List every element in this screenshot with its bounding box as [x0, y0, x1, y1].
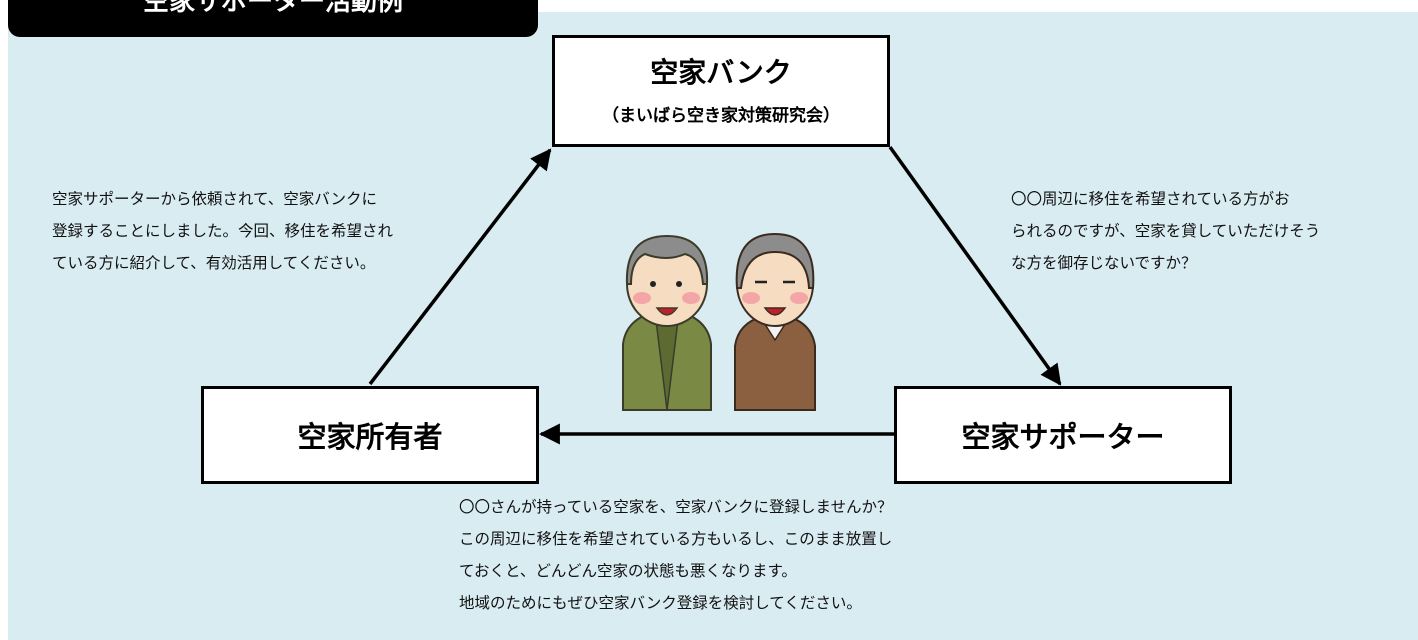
node-owner: 空家所有者 [201, 386, 539, 484]
arrow-owner-to-bank [368, 148, 552, 386]
message-line: ておくと、どんどん空家の状態も悪くなります。 [459, 562, 797, 580]
node-akiya-bank-subtitle: （まいばら空き家対策研究会） [602, 106, 840, 127]
message-bank-to-supporter: 〇〇周辺に移住を希望されている方がお られるのですが、空家を貸していただけそう … [1011, 183, 1320, 279]
elderly-man-right [734, 232, 816, 411]
message-line: られるのですが、空家を貸していただけそう [1011, 222, 1321, 240]
node-akiya-bank: 空家バンク （まいばら空き家対策研究会） [552, 35, 890, 147]
message-line: 登録することにしました。今回、移住を希望され [52, 222, 394, 240]
message-line: 空家サポーターから依頼されて、空家バンクに [52, 190, 378, 208]
node-akiya-bank-title: 空家バンク [650, 55, 792, 89]
message-line: この周辺に移住を希望されている方もいるし、このまま放置し [459, 530, 893, 548]
page-title: 空家サポーター活動例 [8, 0, 538, 37]
message-line: な方を御存じないですか？ [1011, 254, 1197, 272]
message-owner-to-bank: 空家サポーターから依頼されて、空家バンクに 登録することにしました。今回、移住を… [52, 183, 393, 279]
node-supporter-title: 空家サポーター [961, 420, 1165, 454]
node-supporter: 空家サポーター [894, 386, 1232, 484]
arrow-bank-to-supporter [888, 145, 1062, 386]
message-line: 〇〇周辺に移住を希望されている方がお [1011, 190, 1290, 208]
node-owner-title: 空家所有者 [297, 420, 443, 454]
elderly-man-left [622, 234, 712, 411]
two-elderly-men-illustration [622, 232, 816, 411]
message-line: ている方に紹介して、有効活用してください。 [52, 254, 376, 272]
message-supporter-to-owner: 〇〇さんが持っている空家を、空家バンクに登録しませんか？ この周辺に移住を希望さ… [459, 491, 893, 619]
message-line: 〇〇さんが持っている空家を、空家バンクに登録しませんか？ [459, 498, 893, 516]
message-line: 地域のためにもぜひ空家バンク登録を検討してください。 [459, 594, 862, 612]
